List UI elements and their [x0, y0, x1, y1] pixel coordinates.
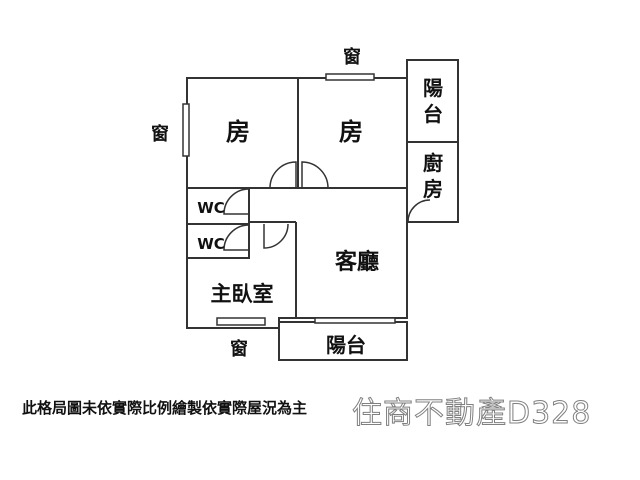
label-bedroom-left: 房 — [226, 118, 250, 146]
door-kitchen — [407, 199, 431, 223]
label-balcony-top: 陽台 — [423, 76, 443, 126]
door-bedroom-left — [269, 161, 297, 189]
label-window-top: 窗 — [343, 46, 361, 68]
window-bottom — [216, 317, 266, 326]
door-wc-lower — [223, 224, 250, 251]
label-bedroom-right: 房 — [339, 118, 363, 146]
label-window-bottom: 窗 — [230, 338, 248, 360]
balcony-door-frame — [314, 317, 396, 324]
label-wc-lower: WC — [197, 235, 225, 253]
window-top — [325, 73, 375, 81]
window-left — [182, 103, 190, 157]
door-bedroom-right — [301, 161, 329, 189]
watermark: 住商不動產D328 — [351, 396, 592, 432]
door-wc-upper — [223, 188, 250, 215]
label-master-bedroom: 主臥室 — [211, 282, 274, 306]
door-master — [263, 223, 289, 249]
label-balcony-bottom: 陽台 — [326, 333, 366, 357]
label-living-room: 客廳 — [335, 249, 379, 275]
disclaimer-note: 此格局圖未依實際比例繪製依實際屋況為主 — [22, 399, 308, 417]
kitchen-outline — [406, 141, 459, 223]
balcony-top-outline — [406, 59, 459, 143]
label-kitchen: 廚房 — [423, 151, 443, 201]
label-window-left: 窗 — [151, 123, 169, 145]
label-wc-upper: WC — [197, 199, 225, 217]
